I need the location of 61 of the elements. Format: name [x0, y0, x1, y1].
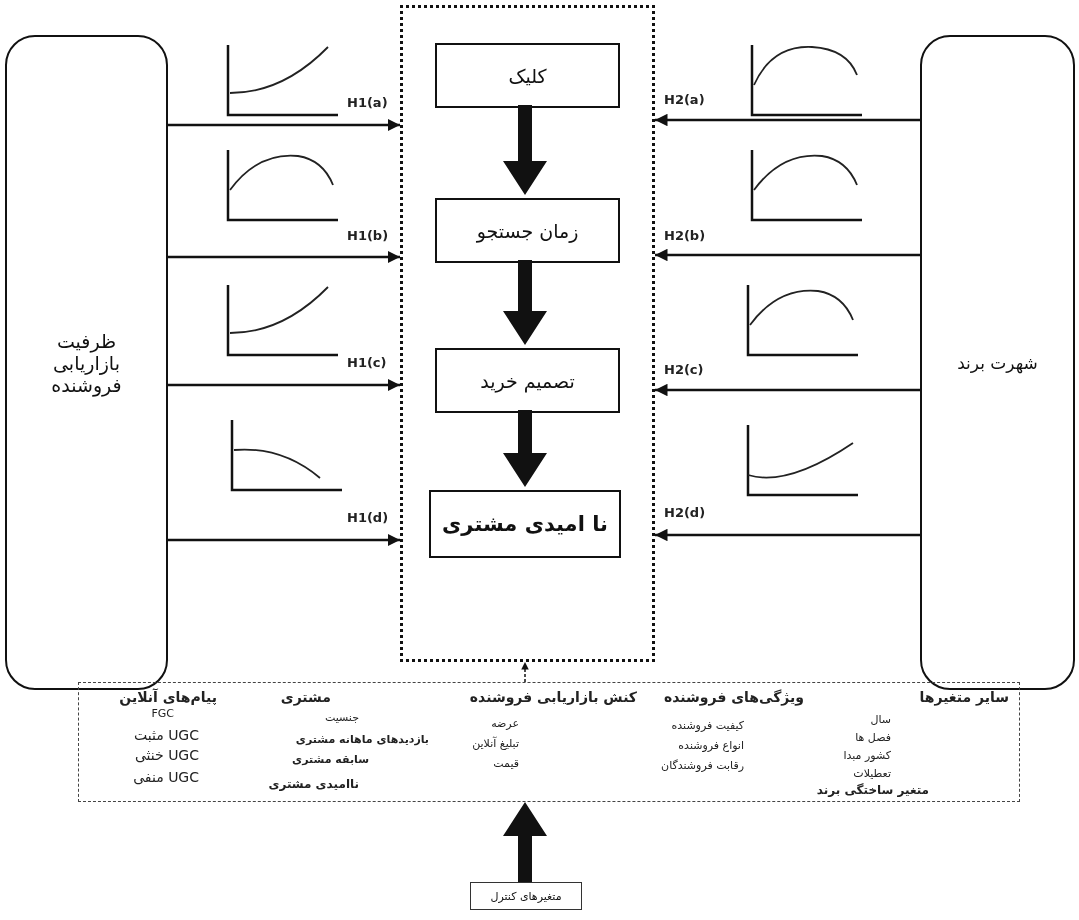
node-label: ظرفیت بازاریابی فروشنده — [50, 329, 123, 396]
rounded-box — [920, 35, 1075, 690]
arrow — [168, 250, 400, 264]
edge-label: H1(a) — [345, 95, 390, 110]
list-item: رقابت فروشندگان — [661, 759, 744, 772]
edge-label: H2(d) — [662, 505, 708, 520]
block-arrow — [503, 105, 547, 195]
column-heading: سایر متغیرها — [919, 689, 1009, 705]
block-arrow — [503, 260, 547, 345]
process-box — [435, 348, 620, 413]
list-item: UGC خنثی — [134, 747, 199, 763]
list-item: جنسیت — [324, 711, 359, 724]
dotted-container — [400, 5, 655, 662]
arrow — [655, 528, 920, 542]
list-item: کیفیت فروشنده — [671, 719, 744, 732]
list-item: تبلیغ آنلاین — [472, 737, 519, 750]
process-box — [435, 198, 620, 263]
edge-label: H1(b) — [345, 228, 391, 243]
arrow — [168, 118, 400, 132]
block-arrow — [503, 410, 547, 487]
node-label: تصمیم خرید — [480, 369, 575, 392]
column-heading: پیام‌های آنلاین — [119, 689, 217, 705]
process-box — [429, 490, 621, 558]
list-item: تعطیلات — [853, 767, 891, 780]
node-label: متغیرهای کنترل — [490, 889, 562, 903]
arrow — [655, 113, 920, 127]
process-box — [470, 882, 582, 910]
list-item: عرضه — [491, 717, 519, 730]
arrow — [168, 533, 400, 547]
arrow — [521, 661, 529, 683]
edge-label: H1(c) — [345, 355, 389, 370]
list-item: UGC منفی — [133, 769, 199, 785]
column-heading: ویژگی‌های فروشنده — [663, 689, 804, 705]
list-item: فصل ها — [855, 731, 891, 744]
list-item: سال — [870, 713, 891, 726]
list-item: بازدیدهای ماهانه مشتری — [295, 733, 429, 746]
rounded-box — [5, 35, 168, 690]
node-label: کلیک — [508, 64, 547, 87]
edge-label: H2(b) — [662, 228, 708, 243]
node-label: زمان جستجو — [476, 219, 579, 242]
edge-label: H2(c) — [662, 362, 706, 377]
list-item: متغیر ساختگی برند — [816, 783, 929, 797]
list-item: کشور مبدا — [843, 749, 891, 762]
column-heading: کنش بازاریابی فروشنده — [469, 689, 637, 705]
edge-label: H2(a) — [662, 92, 707, 107]
node-label: نا امیدی مشتری — [442, 512, 608, 536]
list-item: FGC — [151, 707, 174, 720]
arrow — [655, 383, 920, 397]
list-item: ناامیدی مشتری — [268, 777, 359, 791]
edge-label: H1(d) — [345, 510, 391, 525]
block-arrow — [503, 802, 547, 882]
arrow — [168, 378, 400, 392]
list-item: سابقه مشتری — [292, 753, 369, 766]
process-box — [435, 43, 620, 108]
column-heading: مشتری — [280, 689, 331, 705]
dashed-panel — [78, 682, 1020, 802]
arrow — [655, 248, 920, 262]
list-item: قیمت — [493, 757, 519, 770]
list-item: UGC مثبت — [133, 727, 199, 743]
list-item: انواع فروشنده — [678, 739, 744, 752]
node-label: شهرت برند — [957, 352, 1038, 373]
